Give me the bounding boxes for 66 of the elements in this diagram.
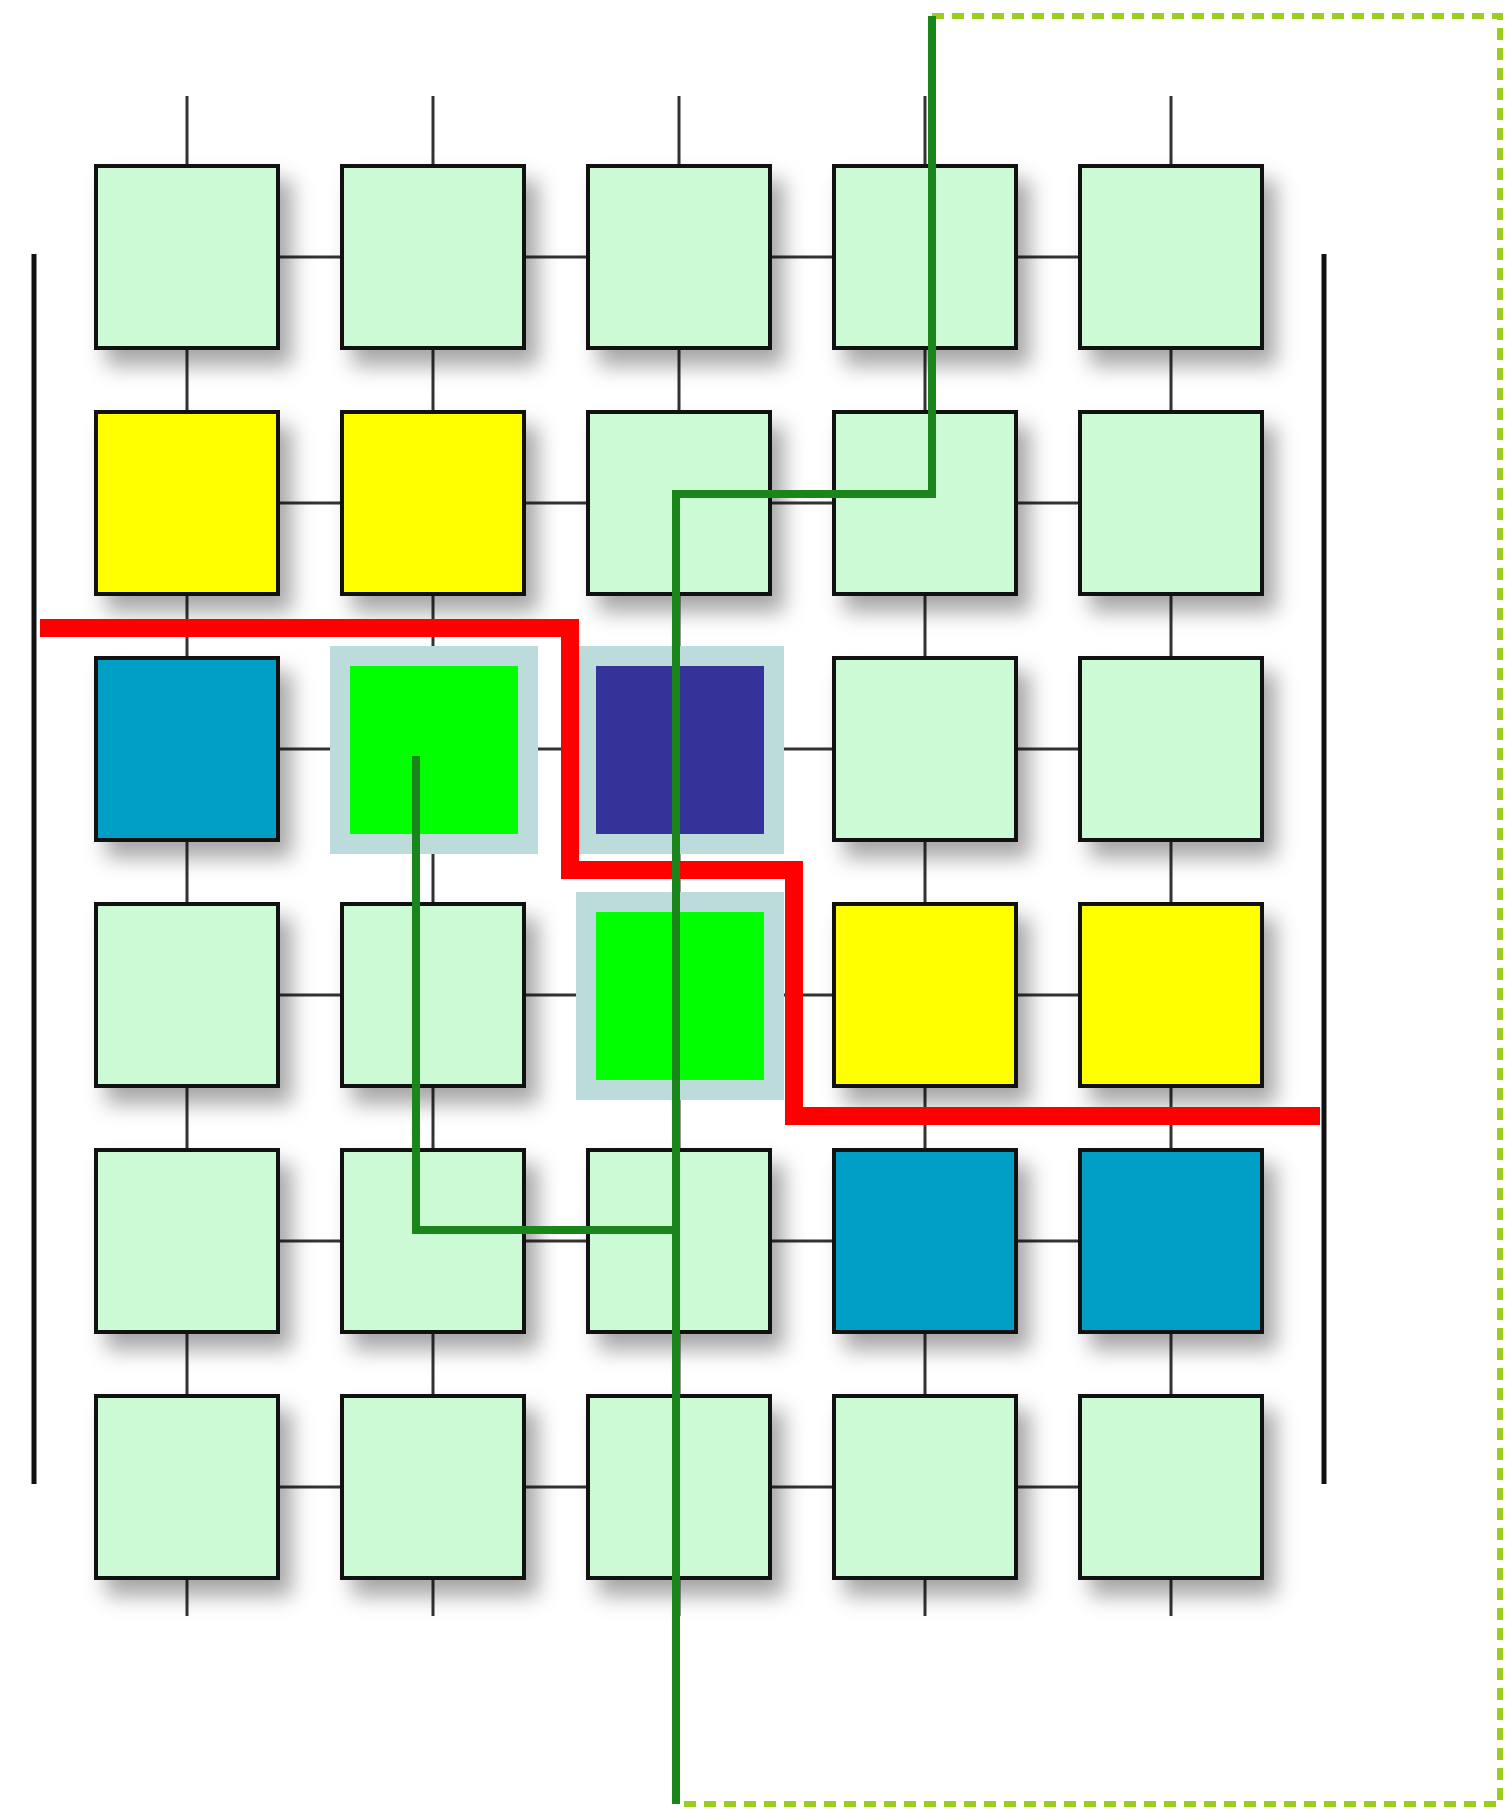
- connector-line: [431, 350, 435, 410]
- connector-line: [772, 255, 832, 259]
- cell-box: [832, 1148, 1018, 1334]
- connector-line: [1018, 1485, 1078, 1489]
- connector-line: [280, 501, 340, 505]
- cell-box: [94, 164, 280, 350]
- cell-box: [94, 1394, 280, 1580]
- connector-line: [1018, 1239, 1078, 1243]
- cell-box: [94, 656, 280, 842]
- connector-line: [1018, 993, 1078, 997]
- connector-line: [772, 501, 832, 505]
- cell-box: [586, 1394, 772, 1580]
- connector-line: [1169, 350, 1173, 410]
- connector-line: [526, 501, 586, 505]
- connector-line: [677, 350, 681, 410]
- connector-line: [185, 842, 189, 902]
- cell-box: [1078, 656, 1264, 842]
- connector-line: [185, 1334, 189, 1394]
- connector-line: [280, 1239, 340, 1243]
- cell-box: [340, 164, 526, 350]
- cell-box: [340, 410, 526, 596]
- connector-line: [772, 1485, 832, 1489]
- connector-line: [185, 1088, 189, 1148]
- cell-box: [340, 902, 526, 1088]
- highlighted-cell-box: [596, 912, 764, 1080]
- cell-box: [1078, 902, 1264, 1088]
- cell-box: [1078, 1394, 1264, 1580]
- cell-box: [340, 1394, 526, 1580]
- cell-box: [340, 1148, 526, 1334]
- highlighted-cell-box: [350, 666, 518, 834]
- connector-line: [185, 350, 189, 410]
- cell-box: [586, 1148, 772, 1334]
- cell-box: [832, 656, 1018, 842]
- connector-line: [772, 1239, 832, 1243]
- connector-line: [526, 255, 586, 259]
- cell-box: [586, 410, 772, 596]
- connector-line: [923, 842, 927, 902]
- connector-line: [1169, 842, 1173, 902]
- cell-box: [94, 410, 280, 596]
- connector-line: [677, 1334, 681, 1394]
- cell-box: [94, 902, 280, 1088]
- cell-box: [1078, 410, 1264, 596]
- cell-box: [94, 1148, 280, 1334]
- cell-box: [1078, 1148, 1264, 1334]
- connector-line: [923, 596, 927, 656]
- connector-line: [280, 255, 340, 259]
- connector-line: [280, 993, 340, 997]
- cell-box: [586, 164, 772, 350]
- connector-line: [1018, 255, 1078, 259]
- cell-box: [832, 410, 1018, 596]
- connector-line: [1169, 596, 1173, 656]
- highlighted-cell-box: [596, 666, 764, 834]
- connector-line: [526, 1239, 586, 1243]
- cell-box: [832, 902, 1018, 1088]
- connector-line: [923, 1334, 927, 1394]
- connector-line: [923, 350, 927, 410]
- cell-box: [832, 164, 1018, 350]
- cell-box: [832, 1394, 1018, 1580]
- cell-box: [1078, 164, 1264, 350]
- connector-line: [431, 1334, 435, 1394]
- connector-line: [280, 1485, 340, 1489]
- connector-line: [431, 1088, 435, 1148]
- connector-line: [526, 1485, 586, 1489]
- connector-line: [1169, 1334, 1173, 1394]
- connector-line: [1018, 747, 1078, 751]
- connector-line: [1018, 501, 1078, 505]
